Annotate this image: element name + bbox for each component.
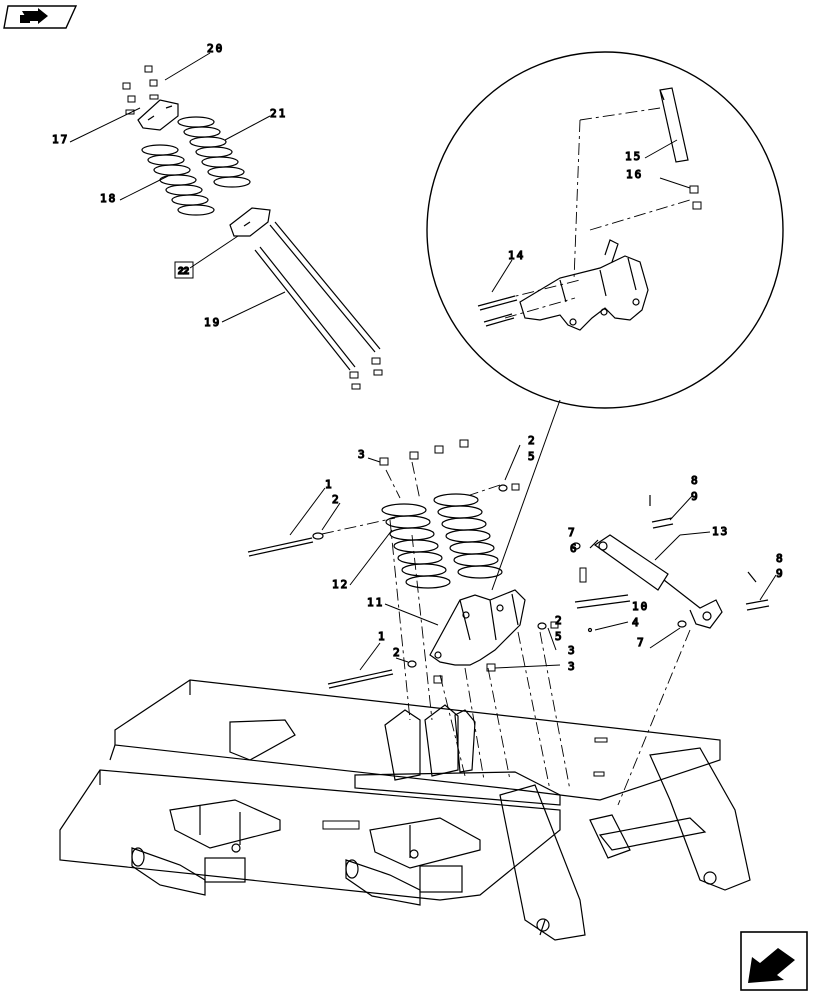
callout-2-lower: 2 <box>393 646 402 659</box>
callout-5-right: 5 <box>555 630 564 643</box>
mid-spring-right <box>433 493 503 579</box>
callout-2-top: 2 <box>528 434 537 447</box>
callout-3-lower: 3 <box>568 660 577 673</box>
callout-19: 19 <box>204 316 221 329</box>
mid-leaders <box>289 444 561 671</box>
callout-6: 6 <box>570 542 579 555</box>
callout-17: 17 <box>52 133 69 146</box>
forward-button[interactable] <box>760 922 830 992</box>
caster-mid <box>345 849 463 906</box>
callout-15: 15 <box>625 150 642 163</box>
callout-2-right: 2 <box>555 614 564 627</box>
spring-kit-group: 20 21 17 18 22 19 <box>51 41 383 390</box>
detail-view-circle: 14 15 16 <box>426 51 784 591</box>
middle-spring-assembly: 3 2 5 1 2 12 11 1 2 3 2 5 3 <box>247 433 577 689</box>
mid-spring-left <box>381 503 451 589</box>
callout-10: 10 <box>632 600 649 613</box>
callout-9-upper: 9 <box>691 490 700 503</box>
spring-kit-leaders <box>69 52 286 323</box>
hydraulic-cylinder-group: 7 6 13 8 9 10 4 7 8 9 <box>567 473 785 649</box>
callout-22-box <box>174 261 194 279</box>
callout-8-lower: 8 <box>776 552 785 565</box>
spring-coil-right <box>177 116 251 188</box>
callout-1-lower: 1 <box>378 630 387 643</box>
back-arrow-icon <box>3 5 78 29</box>
frame-arm-right <box>499 784 586 941</box>
mount-bracket-left <box>169 799 281 849</box>
back-button[interactable] <box>4 4 78 30</box>
callout-3-top: 3 <box>358 448 367 461</box>
callout-7-lower: 7 <box>637 636 646 649</box>
upright-bar <box>659 87 689 163</box>
detail-centerlines <box>499 107 691 319</box>
callout-20: 20 <box>207 42 224 55</box>
main-frame-assembly <box>59 519 751 941</box>
callout-12: 12 <box>332 578 349 591</box>
callout-14: 14 <box>508 249 525 262</box>
caster-left <box>131 843 246 896</box>
nut-set-bottom <box>349 357 383 390</box>
callout-22: 22 <box>178 266 190 277</box>
detail-bracket-assembly <box>519 239 649 331</box>
lower-spring-bracket <box>229 207 271 237</box>
callout-5-top: 5 <box>528 450 537 463</box>
pivot-towers <box>384 704 476 781</box>
detail-bolts <box>477 295 518 327</box>
callout-21: 21 <box>270 107 287 120</box>
spring-rods <box>254 221 381 371</box>
pivot-plate-assembly <box>429 589 526 666</box>
frame-centerlines <box>389 519 691 806</box>
callout-16: 16 <box>626 168 643 181</box>
forward-arrow-icon <box>740 931 808 991</box>
mount-bracket-mid <box>369 817 481 869</box>
frame-front-beam <box>59 769 561 901</box>
frame-arm-far-right <box>649 747 751 891</box>
callout-9-lower: 9 <box>776 567 785 580</box>
hydraulic-cylinder <box>589 534 723 629</box>
spring-coil-left <box>141 144 215 216</box>
callout-4: 4 <box>632 616 641 629</box>
callout-1-upper: 1 <box>325 478 334 491</box>
callout-13: 13 <box>712 525 729 538</box>
callout-2-upper: 2 <box>332 493 341 506</box>
callout-8-upper: 8 <box>691 474 700 487</box>
callout-3-right: 3 <box>568 644 577 657</box>
callout-7-upper: 7 <box>568 526 577 539</box>
callout-11: 11 <box>367 596 384 609</box>
frame-top-beam <box>114 679 721 801</box>
upper-spring-bracket <box>137 99 179 131</box>
nut-set-top <box>122 65 159 115</box>
callout-18: 18 <box>100 192 117 205</box>
